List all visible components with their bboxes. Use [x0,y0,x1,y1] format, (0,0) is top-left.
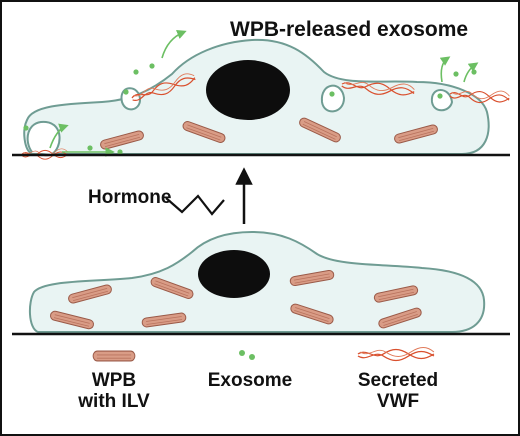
exosome-dot [87,145,93,151]
legend-wpb-label: WPB with ILV [44,370,184,413]
legend-exosome-label: Exosome [180,370,320,392]
legend-vwf-line2: VWF [376,390,420,412]
resting-cell [28,230,486,333]
exosome-dot [453,71,459,77]
nucleus-top [206,60,290,120]
exosome-dot [23,125,29,131]
legend-vwf-line1: Secreted [357,370,439,391]
release-arrow [439,56,451,83]
legend-wpb-line1: WPB [91,370,137,391]
nucleus-bottom [198,250,270,298]
legend-exosome-glyph [239,350,245,356]
release-arrow [49,123,69,149]
stimulated-cell [21,30,511,160]
exosome-dot [123,89,129,95]
exosome-dot [437,93,443,99]
legend-wpb-line2: with ILV [78,390,150,412]
hormone-label: Hormone [88,187,172,208]
exosome-dot [117,149,123,155]
legend-wpb-glyph [92,350,136,362]
exosome-dot [133,69,139,75]
stimulus-zigzag [165,194,225,216]
release-arrow [161,30,187,59]
legend-vwf-glyph [357,346,435,362]
legend-exosome-glyph [249,354,255,360]
legend-vwf-label: Secreted VWF [328,370,468,413]
exosome-dot [329,91,335,97]
exosome-dot [471,69,477,75]
diagram-title: WPB-released exosome [230,18,469,41]
release-arrow [463,62,479,83]
legend-exosome-line1: Exosome [207,370,293,391]
exosome-dot [149,63,155,69]
